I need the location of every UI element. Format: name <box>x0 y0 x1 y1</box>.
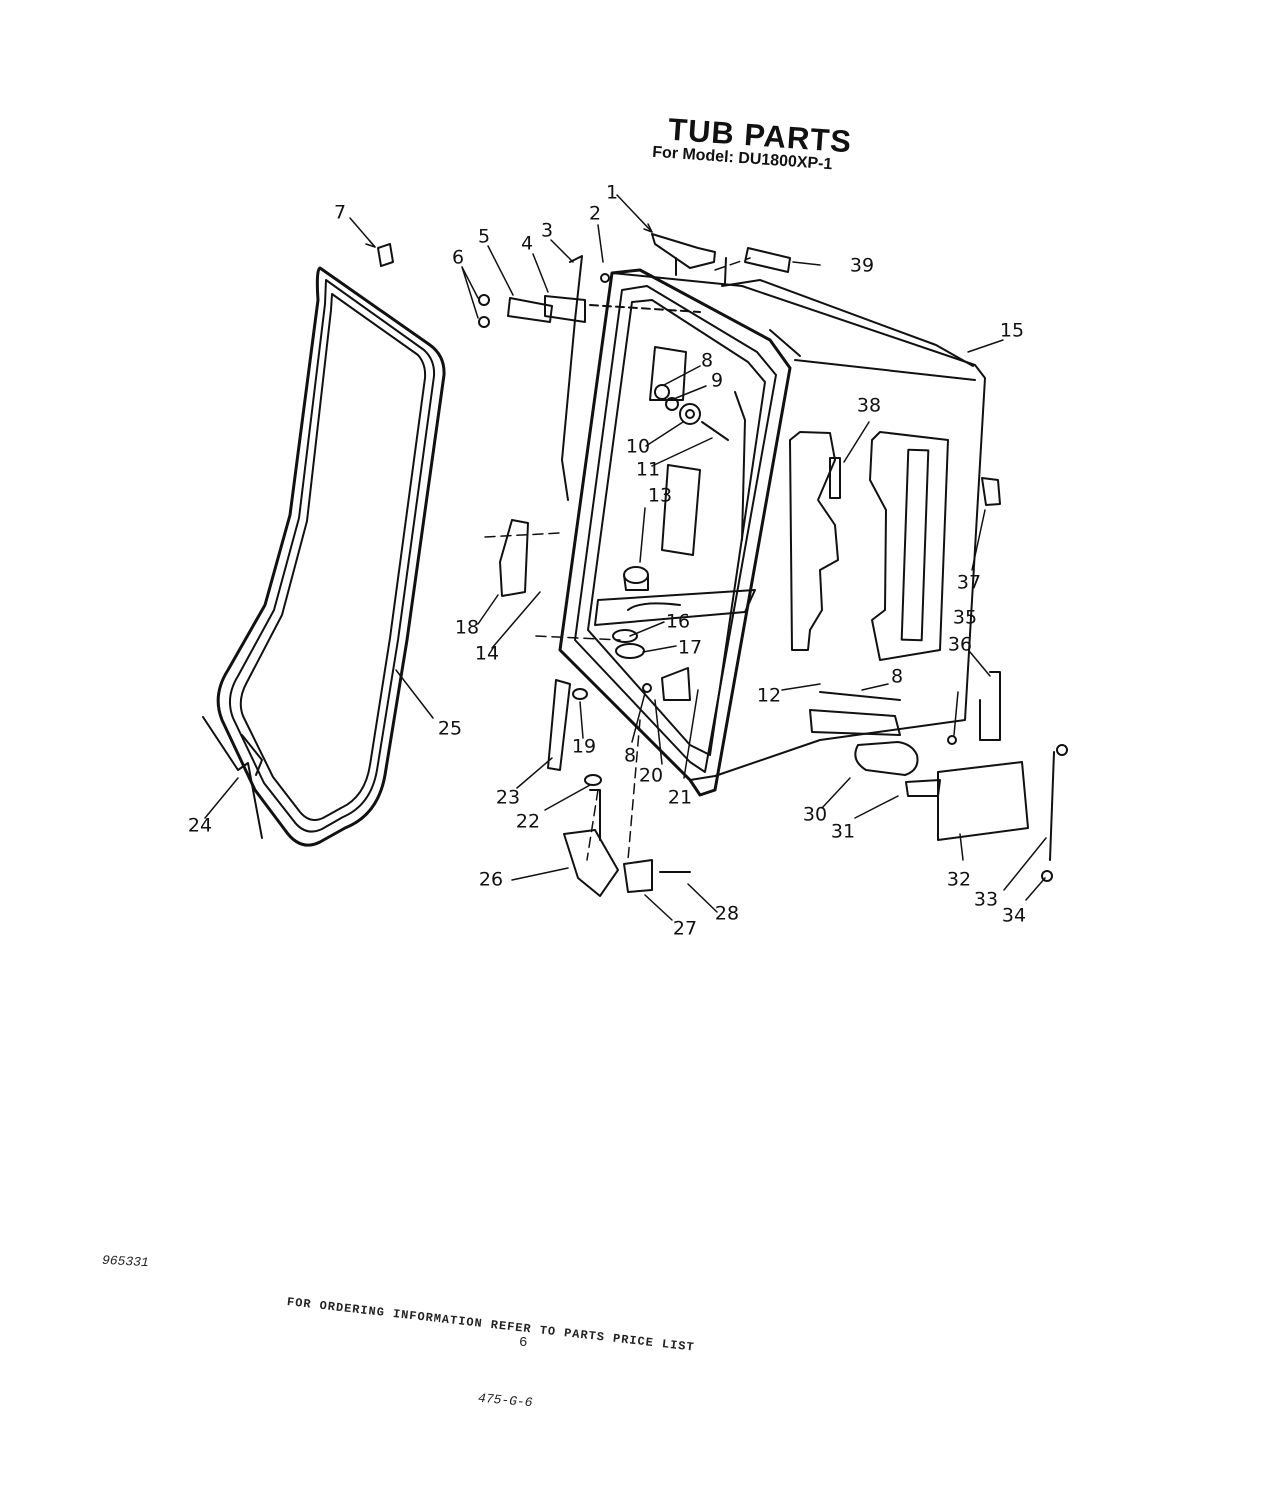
gasket-wire <box>202 716 263 839</box>
callout-20: 20 <box>638 764 664 787</box>
detergent-bracket <box>499 519 529 597</box>
callout-23: 23 <box>495 786 521 809</box>
callout-26: 26 <box>478 868 504 891</box>
callout-8-lower: 8 <box>623 744 637 767</box>
callout-5: 5 <box>477 225 491 248</box>
document-number: 965331 <box>101 1252 150 1271</box>
callout-1: 1 <box>605 181 619 204</box>
callout-2: 2 <box>588 202 602 225</box>
bottom-hinge <box>563 789 691 897</box>
callout-12: 12 <box>756 684 782 707</box>
callout-13: 13 <box>647 484 673 507</box>
callout-8-top: 8 <box>700 349 714 372</box>
callout-16: 16 <box>665 610 691 633</box>
lower-hinge-parts <box>547 667 691 786</box>
top-hinge-bracket <box>651 233 716 276</box>
callout-3: 3 <box>540 219 554 242</box>
callout-38: 38 <box>856 394 882 417</box>
callout-39: 39 <box>849 254 875 277</box>
gasket-clip <box>377 243 394 267</box>
callout-7: 7 <box>333 201 347 224</box>
tub-front-frame <box>558 268 792 797</box>
callout-9: 9 <box>710 369 724 392</box>
callout-33: 33 <box>973 888 999 911</box>
callout-27: 27 <box>672 917 698 940</box>
callout-30: 30 <box>802 803 828 826</box>
callout-21: 21 <box>667 786 693 809</box>
callout-35: 35 <box>952 606 978 629</box>
callout-25: 25 <box>437 717 463 740</box>
center-float <box>623 566 649 591</box>
callout-22: 22 <box>515 810 541 833</box>
door-gasket <box>216 266 446 847</box>
page-number: 6 <box>519 1335 528 1351</box>
callout-leader-lines <box>204 194 1047 921</box>
callout-8-right: 8 <box>890 665 904 688</box>
top-bracket <box>724 247 791 284</box>
callout-24: 24 <box>187 814 213 837</box>
callout-10: 10 <box>625 435 651 458</box>
callout-11: 11 <box>635 458 661 481</box>
callout-34: 34 <box>1001 904 1027 927</box>
alignment-lines <box>484 257 751 861</box>
callout-15: 15 <box>999 319 1025 342</box>
callout-17: 17 <box>677 636 703 659</box>
callout-14: 14 <box>474 642 500 665</box>
sump-washers <box>612 629 645 659</box>
callout-37: 37 <box>956 571 982 594</box>
tub-body <box>611 272 986 781</box>
callout-36: 36 <box>947 633 973 656</box>
callout-18: 18 <box>454 616 480 639</box>
hinge-hardware <box>478 255 701 501</box>
callout-32: 32 <box>946 868 972 891</box>
callout-19: 19 <box>571 735 597 758</box>
callout-4: 4 <box>520 232 534 255</box>
callout-6: 6 <box>451 246 465 269</box>
callout-28: 28 <box>714 902 740 925</box>
latch-strike-parts <box>979 477 1001 741</box>
callout-31: 31 <box>830 820 856 843</box>
cabinet-mount-parts <box>905 735 1068 882</box>
spray-arm-bearing <box>654 384 729 441</box>
